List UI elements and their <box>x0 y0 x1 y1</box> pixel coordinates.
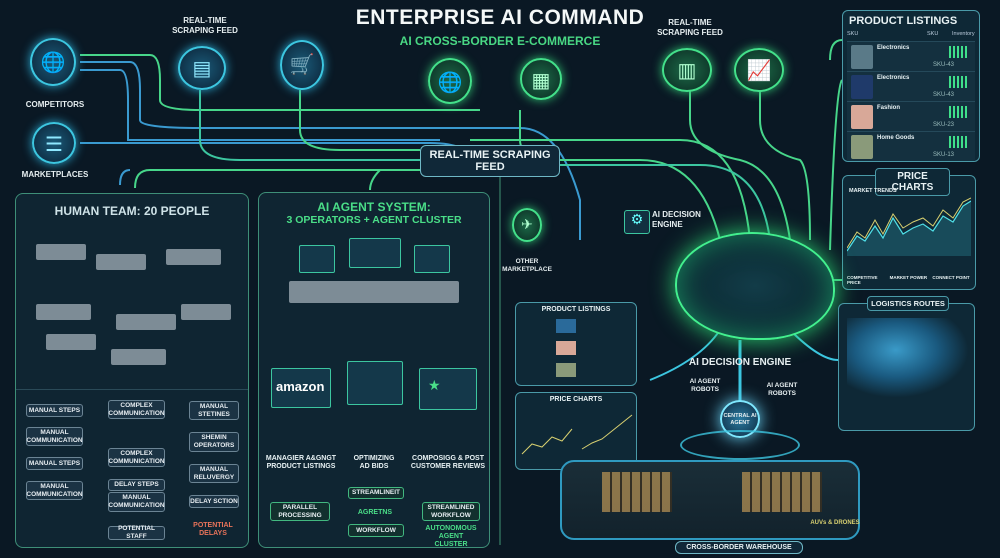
feed-label-right: REAL-TIME SCRAPING FEED <box>657 18 723 37</box>
feed-label-left: REAL-TIME SCRAPING FEED <box>172 16 238 35</box>
flow-step: MANUAL STEPS <box>26 404 83 417</box>
row-name: Electronics <box>877 75 910 81</box>
flow-step: DELAY STEPS <box>108 479 165 491</box>
flow-step: POTENTIAL STAFF <box>108 525 165 540</box>
shop-node[interactable]: 🛒 <box>280 40 324 90</box>
star-icon: ★ <box>428 377 441 393</box>
robots-left-label: AI AGENT ROBOTS <box>689 378 721 393</box>
page-title: ENTERPRISE AI COMMAND <box>355 6 645 29</box>
footer-label: MARKET POWER <box>889 275 928 280</box>
amazon-logo: amazon <box>276 379 325 394</box>
feed-panel-node[interactable]: ▥ <box>662 48 712 92</box>
dashboard-icon: ▥ <box>677 60 697 82</box>
flow-step: SHEMIN OPERATORS <box>189 432 239 452</box>
chart-node[interactable]: 📈 <box>734 48 784 92</box>
globe-icon: 🌐 <box>437 72 463 94</box>
price-charts-panel: PRICE CHARTS MARKET TRENDS COMPETITIVE P… <box>842 168 976 290</box>
page-subtitle: AI CROSS-BORDER E-COMMERCE <box>399 34 601 48</box>
other-marketplace-label: OTHER MARKETPLACE <box>502 258 552 273</box>
flow-step: COMPLEX COMMUNICATION <box>108 448 165 467</box>
center-product-listings-panel: PRODUCT LISTINGS <box>515 302 637 386</box>
flow-step: COMPLEX COMMUNICATION <box>108 400 165 419</box>
web-node[interactable]: ▦ <box>520 58 562 100</box>
server-icon: ▤ <box>192 58 212 80</box>
row-name: Fashion <box>877 105 901 111</box>
row-sku: SKU-43 <box>933 62 955 68</box>
footer-label: COMPETITIVE PRICE <box>847 275 878 285</box>
row-name: Home Goods <box>877 135 915 141</box>
drone-icon: ✈ <box>521 216 533 232</box>
robots-right-label: AI AGENT ROBOTS <box>766 382 798 397</box>
agents-label: AGRETNS <box>357 509 393 516</box>
agent-system-title-1: AI AGENT SYSTEM: <box>317 200 431 214</box>
product-listings-panel: PRODUCT LISTINGS SKU SKU Inventory Elect… <box>842 10 980 162</box>
flow-step: MANUAL RELUVERGY <box>189 464 239 483</box>
agent-label-reviews: COMPOSIGG & POST CUSTOMER REVIEWS <box>410 455 486 470</box>
flow-step: MANUAL STETINES <box>189 401 239 420</box>
decision-engine-label: AI DECISION ENGINE <box>688 357 792 368</box>
flow-step: STREAMLINEIT <box>348 487 404 499</box>
center-price-charts-title: PRICE CHARTS <box>549 396 603 403</box>
marketplaces-node[interactable]: ☰ <box>32 122 76 164</box>
auvs-drones-label: AUVs & DRONES <box>810 520 860 526</box>
scraping-feed-node[interactable]: ▤ <box>178 46 226 90</box>
globe-db-node[interactable]: 🌐 <box>428 58 472 104</box>
marketplaces-label: MARKETPLACES <box>21 170 89 179</box>
price-line-chart <box>847 197 971 256</box>
price-charts-title: PRICE CHARTS <box>875 168 950 196</box>
human-team-title: HUMAN TEAM: 20 PEOPLE <box>54 204 210 218</box>
flow-step: MANUAL COMMUNICATION <box>108 492 165 512</box>
col-header: Inventory <box>952 31 975 37</box>
flow-step: DELAY SCTION <box>189 495 239 508</box>
line-chart-icon: 📈 <box>746 60 772 82</box>
logistics-panel: LOGISTICS ROUTES <box>838 296 975 431</box>
gear-icon: ⚙ <box>624 210 650 234</box>
flow-step: MANUAL COMMUNICATION <box>26 481 83 500</box>
brain-icon <box>675 232 835 340</box>
browser-icon: ▦ <box>531 70 551 92</box>
cart-icon: 🛒 <box>289 54 315 76</box>
flow-step: MANUAL COMMUNICATION <box>26 427 83 446</box>
decision-engine-small-label: AI DECISION ENGINE <box>652 210 701 229</box>
scraping-feed-pill: REAL-TIME SCRAPING FEED <box>420 145 560 177</box>
flow-step: STREAMLINED WORKFLOW <box>422 502 480 521</box>
warehouse-label: CROSS-BORDER WAREHOUSE <box>675 541 803 554</box>
col-header: SKU <box>927 31 939 37</box>
row-sku: SKU-13 <box>933 152 955 158</box>
center-price-charts-panel: PRICE CHARTS <box>515 392 637 470</box>
competitors-node[interactable]: 🌐 <box>30 38 76 86</box>
product-listings-title: PRODUCT LISTINGS <box>849 15 958 27</box>
globe-icon: 🌐 <box>40 52 66 74</box>
agent-system-title-2: 3 OPERATORS + AGENT CLUSTER <box>286 214 462 226</box>
potential-delays-label: POTENTIAL DELAYS <box>193 522 233 537</box>
world-map <box>847 318 969 398</box>
footer-label: CONNECT POINT <box>932 275 970 280</box>
row-sku: SKU-43 <box>933 92 955 98</box>
market-trends-label: MARKET TRENDS <box>849 188 897 194</box>
flow-step: MANUAL STEPS <box>26 457 83 470</box>
agent-label-listings: MANAGIER A&GNGT PRODUCT LISTINGS <box>265 455 337 470</box>
warehouse-floor <box>560 460 860 540</box>
competitors-label: COMPETITORS <box>25 100 85 109</box>
agent-label-ad-bids: OPTIMIZING AD BIDS <box>353 455 395 470</box>
logistics-title: LOGISTICS ROUTES <box>867 296 949 311</box>
database-icon: ☰ <box>45 134 63 156</box>
col-header: SKU <box>847 31 859 37</box>
agent-platform <box>680 430 800 460</box>
flow-step: WORKFLOW <box>348 524 404 537</box>
flow-step: PARALLEL PROCESSING <box>270 502 330 521</box>
row-name: Electronics <box>877 45 910 51</box>
central-agent-label: CENTRAL AI AGENT <box>723 413 757 426</box>
other-marketplace-node[interactable]: ✈ <box>512 208 542 242</box>
agent-cluster-label: AUTONOMOUS AGENT CLUSTER <box>425 525 477 548</box>
center-product-listings-title: PRODUCT LISTINGS <box>541 306 611 313</box>
row-sku: SKU-23 <box>933 122 955 128</box>
